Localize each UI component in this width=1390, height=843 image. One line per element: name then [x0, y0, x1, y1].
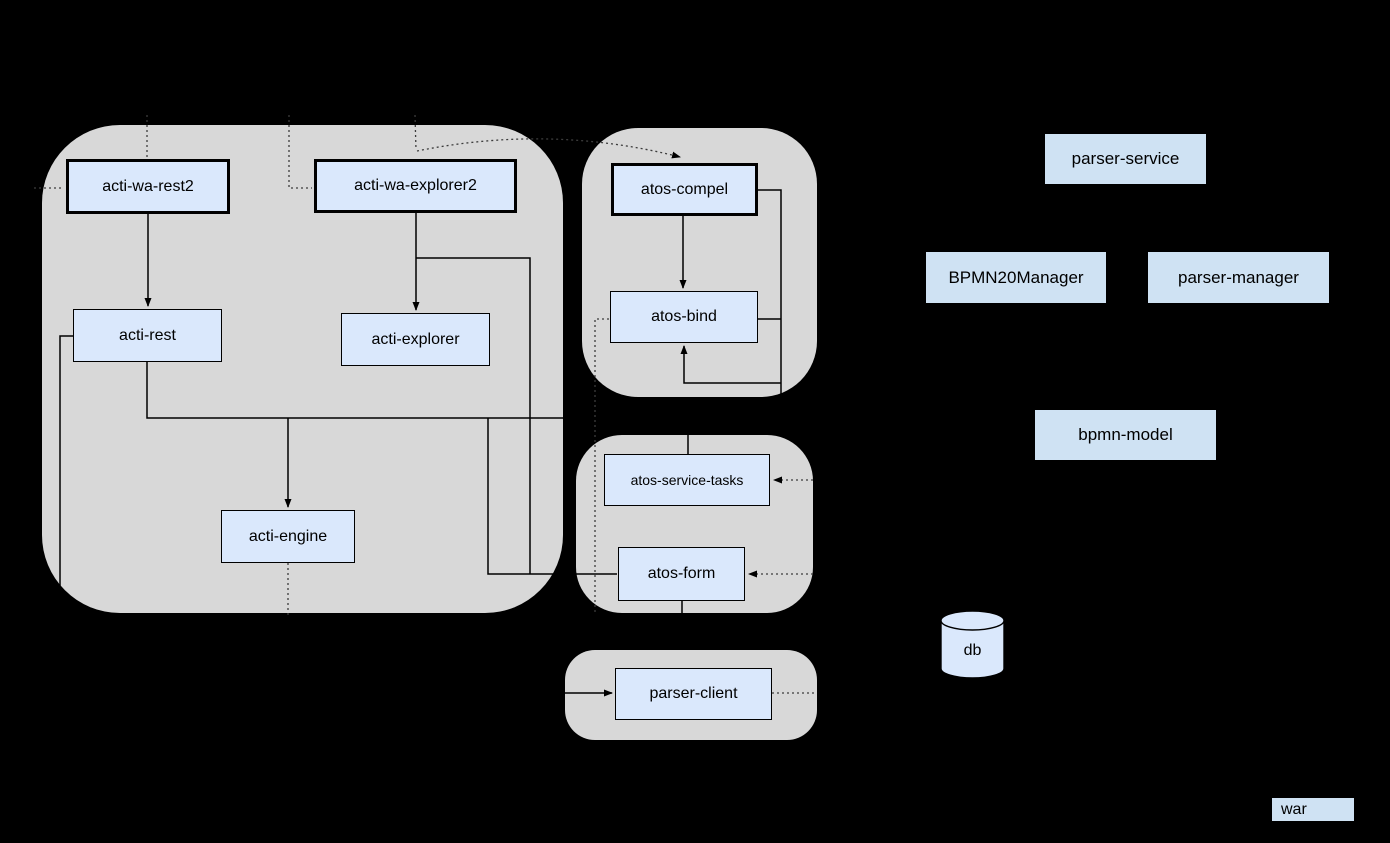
node-acti-explorer: acti-explorer	[341, 313, 490, 366]
node-atos-bind: atos-bind	[610, 291, 758, 343]
dotted-edge	[594, 318, 609, 613]
node-atos-service-tasks: atos-service-tasks	[604, 454, 770, 506]
group-containers	[42, 125, 817, 740]
node-atos-form: atos-form	[618, 547, 745, 601]
dotted-edge	[414, 114, 417, 151]
node-acti-wa-explorer2: acti-wa-explorer2	[314, 159, 517, 213]
node-BPMN20Manager: BPMN20Manager	[926, 252, 1106, 303]
group-edges	[34, 114, 817, 697]
solid-edge	[487, 418, 617, 575]
node-acti-rest: acti-rest	[73, 309, 222, 362]
node-war: war	[1272, 798, 1354, 821]
solid-edge	[59, 335, 74, 594]
node-parser-service: parser-service	[1045, 134, 1206, 184]
node-acti-wa-rest2: acti-wa-rest2	[66, 159, 230, 214]
node-atos-compel: atos-compel	[611, 163, 758, 216]
node-acti-engine: acti-engine	[221, 510, 355, 563]
db-label: db	[963, 642, 982, 660]
solid-edge	[416, 257, 531, 574]
db-cylinder-top	[940, 610, 1005, 631]
db-cylinder-icon	[940, 610, 1005, 679]
solid-edge	[680, 345, 781, 384]
node-bpmn-model: bpmn-model	[1035, 410, 1216, 460]
node-parser-client: parser-client	[615, 668, 772, 720]
container-activiti-group	[42, 125, 563, 613]
dotted-edge	[416, 138, 681, 159]
solid-edge	[146, 362, 563, 419]
solid-edge	[758, 189, 782, 401]
node-parser-manager: parser-manager	[1148, 252, 1329, 303]
